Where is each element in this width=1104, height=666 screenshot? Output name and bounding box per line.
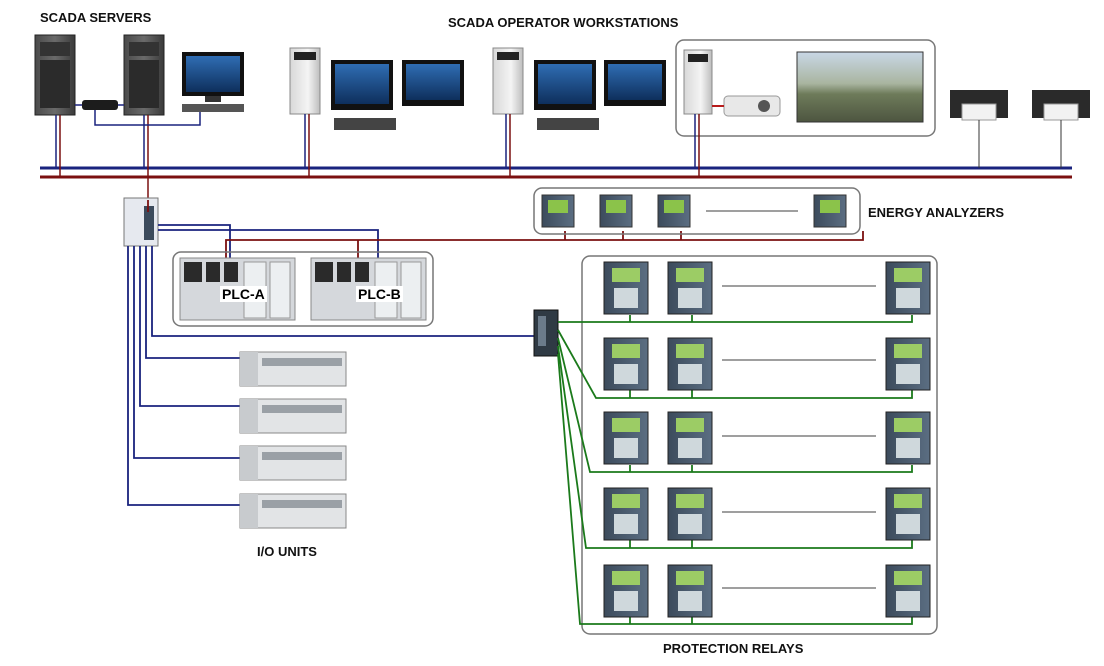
relay-row-5 xyxy=(603,564,931,618)
printer-2 xyxy=(1032,90,1090,168)
relay xyxy=(885,487,931,541)
main-network-bus xyxy=(40,166,1072,179)
relay xyxy=(603,261,649,315)
relay xyxy=(667,487,713,541)
protection-relays-label: PROTECTION RELAYS xyxy=(663,641,804,656)
scada-server-2 xyxy=(123,34,165,116)
relay xyxy=(667,337,713,391)
operator-workstation-1 xyxy=(289,47,464,177)
relay xyxy=(885,261,931,315)
relay xyxy=(885,411,931,465)
server-interconnect xyxy=(55,104,201,200)
relay xyxy=(667,411,713,465)
energy-analyzer-1 xyxy=(541,194,575,228)
relay xyxy=(885,337,931,391)
energy-analyzer-3 xyxy=(657,194,691,228)
fiber-links xyxy=(557,315,913,625)
scada-server-1 xyxy=(34,34,76,116)
relay xyxy=(885,564,931,618)
io-units-label: I/O UNITS xyxy=(257,544,317,559)
relay xyxy=(667,261,713,315)
fiber-switch xyxy=(533,309,559,357)
protection-relay-group xyxy=(581,255,938,635)
projector-group xyxy=(675,39,936,177)
energy-analyzer-4 xyxy=(813,194,847,228)
server-kvm-switch xyxy=(82,100,118,110)
energy-analyzer-2 xyxy=(599,194,633,228)
scada-servers-label: SCADA SERVERS xyxy=(40,10,152,25)
io-unit-2 xyxy=(239,398,347,434)
relay-row-1 xyxy=(603,261,931,315)
relay-row-2 xyxy=(603,337,931,391)
operator-workstations-label: SCADA OPERATOR WORKSTATIONS xyxy=(448,15,679,30)
io-unit-4 xyxy=(239,493,347,529)
relay-row-4 xyxy=(603,487,931,541)
relay xyxy=(603,564,649,618)
operator-workstation-2 xyxy=(492,47,666,177)
io-unit-1 xyxy=(239,351,347,387)
printer-1 xyxy=(950,90,1008,168)
plc-a-label: PLC-A xyxy=(220,286,267,302)
relay xyxy=(603,487,649,541)
relay xyxy=(603,411,649,465)
io-unit-3 xyxy=(239,445,347,481)
energy-analyzers-label: ENERGY ANALYZERS xyxy=(868,205,1005,220)
main-network-switch xyxy=(123,197,159,247)
plc-b-label: PLC-B xyxy=(356,286,403,302)
energy-analyzer-group xyxy=(533,187,861,235)
relay-row-3 xyxy=(603,411,931,465)
relay xyxy=(603,337,649,391)
server-monitor xyxy=(182,52,244,112)
relay xyxy=(667,564,713,618)
